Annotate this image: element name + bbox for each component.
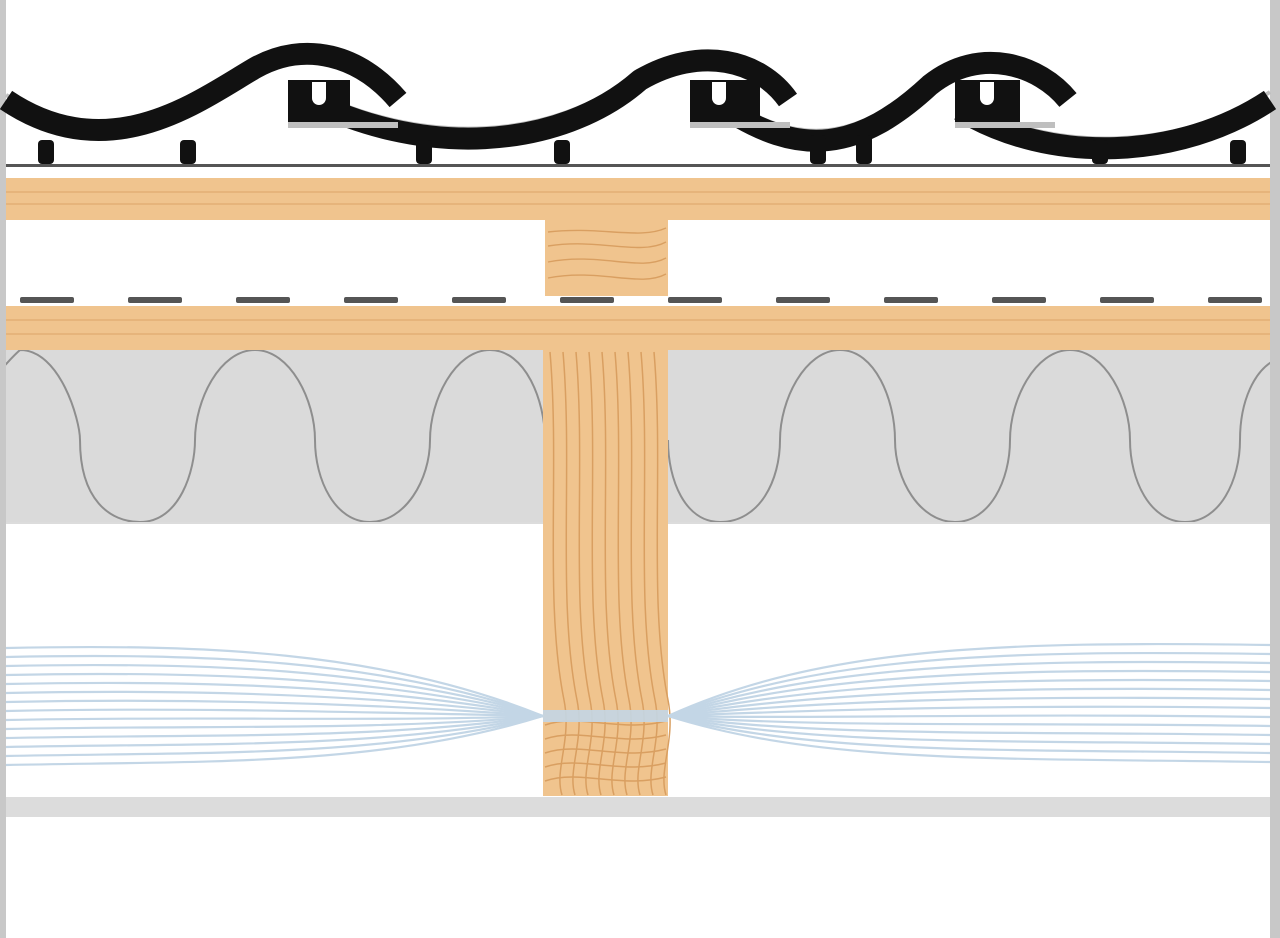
tile-interlock-lip	[690, 122, 790, 128]
roof-tiles	[0, 42, 1277, 164]
fibre-strand	[667, 642, 1271, 718]
membrane-dash	[20, 297, 74, 303]
grain-line	[544, 734, 667, 740]
tile-batten	[6, 178, 1270, 220]
fibre-strand	[5, 663, 544, 718]
tile-nib	[1230, 140, 1246, 164]
grain-line	[588, 351, 606, 796]
insulation-wave	[6, 350, 1270, 522]
grain-line	[544, 762, 667, 768]
membrane-dash	[992, 297, 1046, 303]
tile-course-4	[954, 90, 1277, 160]
fibre-strand	[667, 714, 1271, 728]
tile-interlock-lip	[288, 122, 398, 128]
tile-nib	[416, 140, 432, 164]
frame-right-edge	[1270, 0, 1280, 938]
grain-line	[640, 351, 658, 796]
frame-left-edge	[0, 0, 6, 938]
tile-interlock-slot	[312, 82, 326, 105]
fibre-strand	[5, 714, 544, 722]
fibre-strand	[5, 690, 544, 718]
membrane-dash	[452, 297, 506, 303]
fibre-strand	[5, 645, 544, 718]
grain-line	[562, 351, 580, 796]
fibre-strand	[667, 714, 1271, 746]
fibre-strand	[5, 714, 544, 767]
grain-line	[544, 748, 667, 754]
fibre-strand	[667, 651, 1271, 718]
grain-line	[614, 351, 632, 796]
tile-nib	[1092, 140, 1108, 164]
tile-course-1	[0, 42, 407, 141]
membrane-dash	[344, 297, 398, 303]
fibre-strand	[5, 714, 544, 731]
counter-batten-grain	[547, 227, 667, 280]
tile-nibs	[38, 135, 1246, 164]
membrane-dash	[884, 297, 938, 303]
tile-nib	[554, 140, 570, 164]
tile-interlocks	[288, 80, 1055, 128]
blown-fibre-insulation	[5, 642, 1271, 767]
membrane-dash	[668, 297, 722, 303]
fibre-strand	[5, 708, 544, 718]
fibre-strand	[5, 654, 544, 718]
fibre-strand	[5, 714, 544, 758]
grain-line	[653, 351, 671, 796]
tile-batten-grain	[6, 191, 1270, 205]
membrane-dash	[776, 297, 830, 303]
grain-line	[601, 351, 619, 796]
fibre-strand	[5, 699, 544, 718]
fibre-strand	[667, 696, 1271, 718]
tile-course-3	[713, 52, 1077, 152]
grain-line	[627, 351, 645, 796]
fibre-strand	[5, 681, 544, 718]
tile-nib	[38, 140, 54, 164]
fibre-strand	[667, 660, 1271, 718]
underlay-membrane	[6, 164, 1270, 167]
grain-line	[575, 351, 593, 796]
tile-course-2	[294, 49, 798, 150]
membrane-dash	[560, 297, 614, 303]
fibre-strand	[667, 714, 1271, 719]
fibre-tie	[543, 710, 668, 722]
sarking-board-grain	[6, 319, 1270, 335]
rafter-grain	[544, 351, 671, 796]
membrane-dash	[128, 297, 182, 303]
fibre-strand	[667, 678, 1271, 718]
fibre-strand	[667, 705, 1271, 718]
breather-membrane	[20, 297, 1262, 303]
fibre-strand	[667, 687, 1271, 718]
fibre-strand	[5, 714, 544, 749]
tile-interlock-lip	[955, 122, 1055, 128]
fibre-strand	[5, 672, 544, 718]
tile-nib	[810, 135, 826, 164]
grain-line	[544, 720, 667, 726]
fibre-strand	[667, 714, 1271, 755]
membrane-dash	[1100, 297, 1154, 303]
fibre-strand	[667, 714, 1271, 764]
fibre-strand	[667, 714, 1271, 737]
grain-line	[549, 351, 567, 796]
tile-nib	[180, 140, 196, 164]
sarking-board	[6, 306, 1270, 350]
fibre-strand	[5, 714, 544, 740]
tile-interlock-slot	[712, 82, 726, 105]
grain-line	[544, 776, 667, 782]
fibre-strand	[667, 669, 1271, 718]
membrane-dash	[236, 297, 290, 303]
tile-nib	[856, 135, 872, 164]
tile-interlock	[690, 80, 760, 125]
tile-interlock-slot	[980, 82, 994, 105]
membrane-dash	[1208, 297, 1262, 303]
ceiling-board	[6, 797, 1270, 817]
